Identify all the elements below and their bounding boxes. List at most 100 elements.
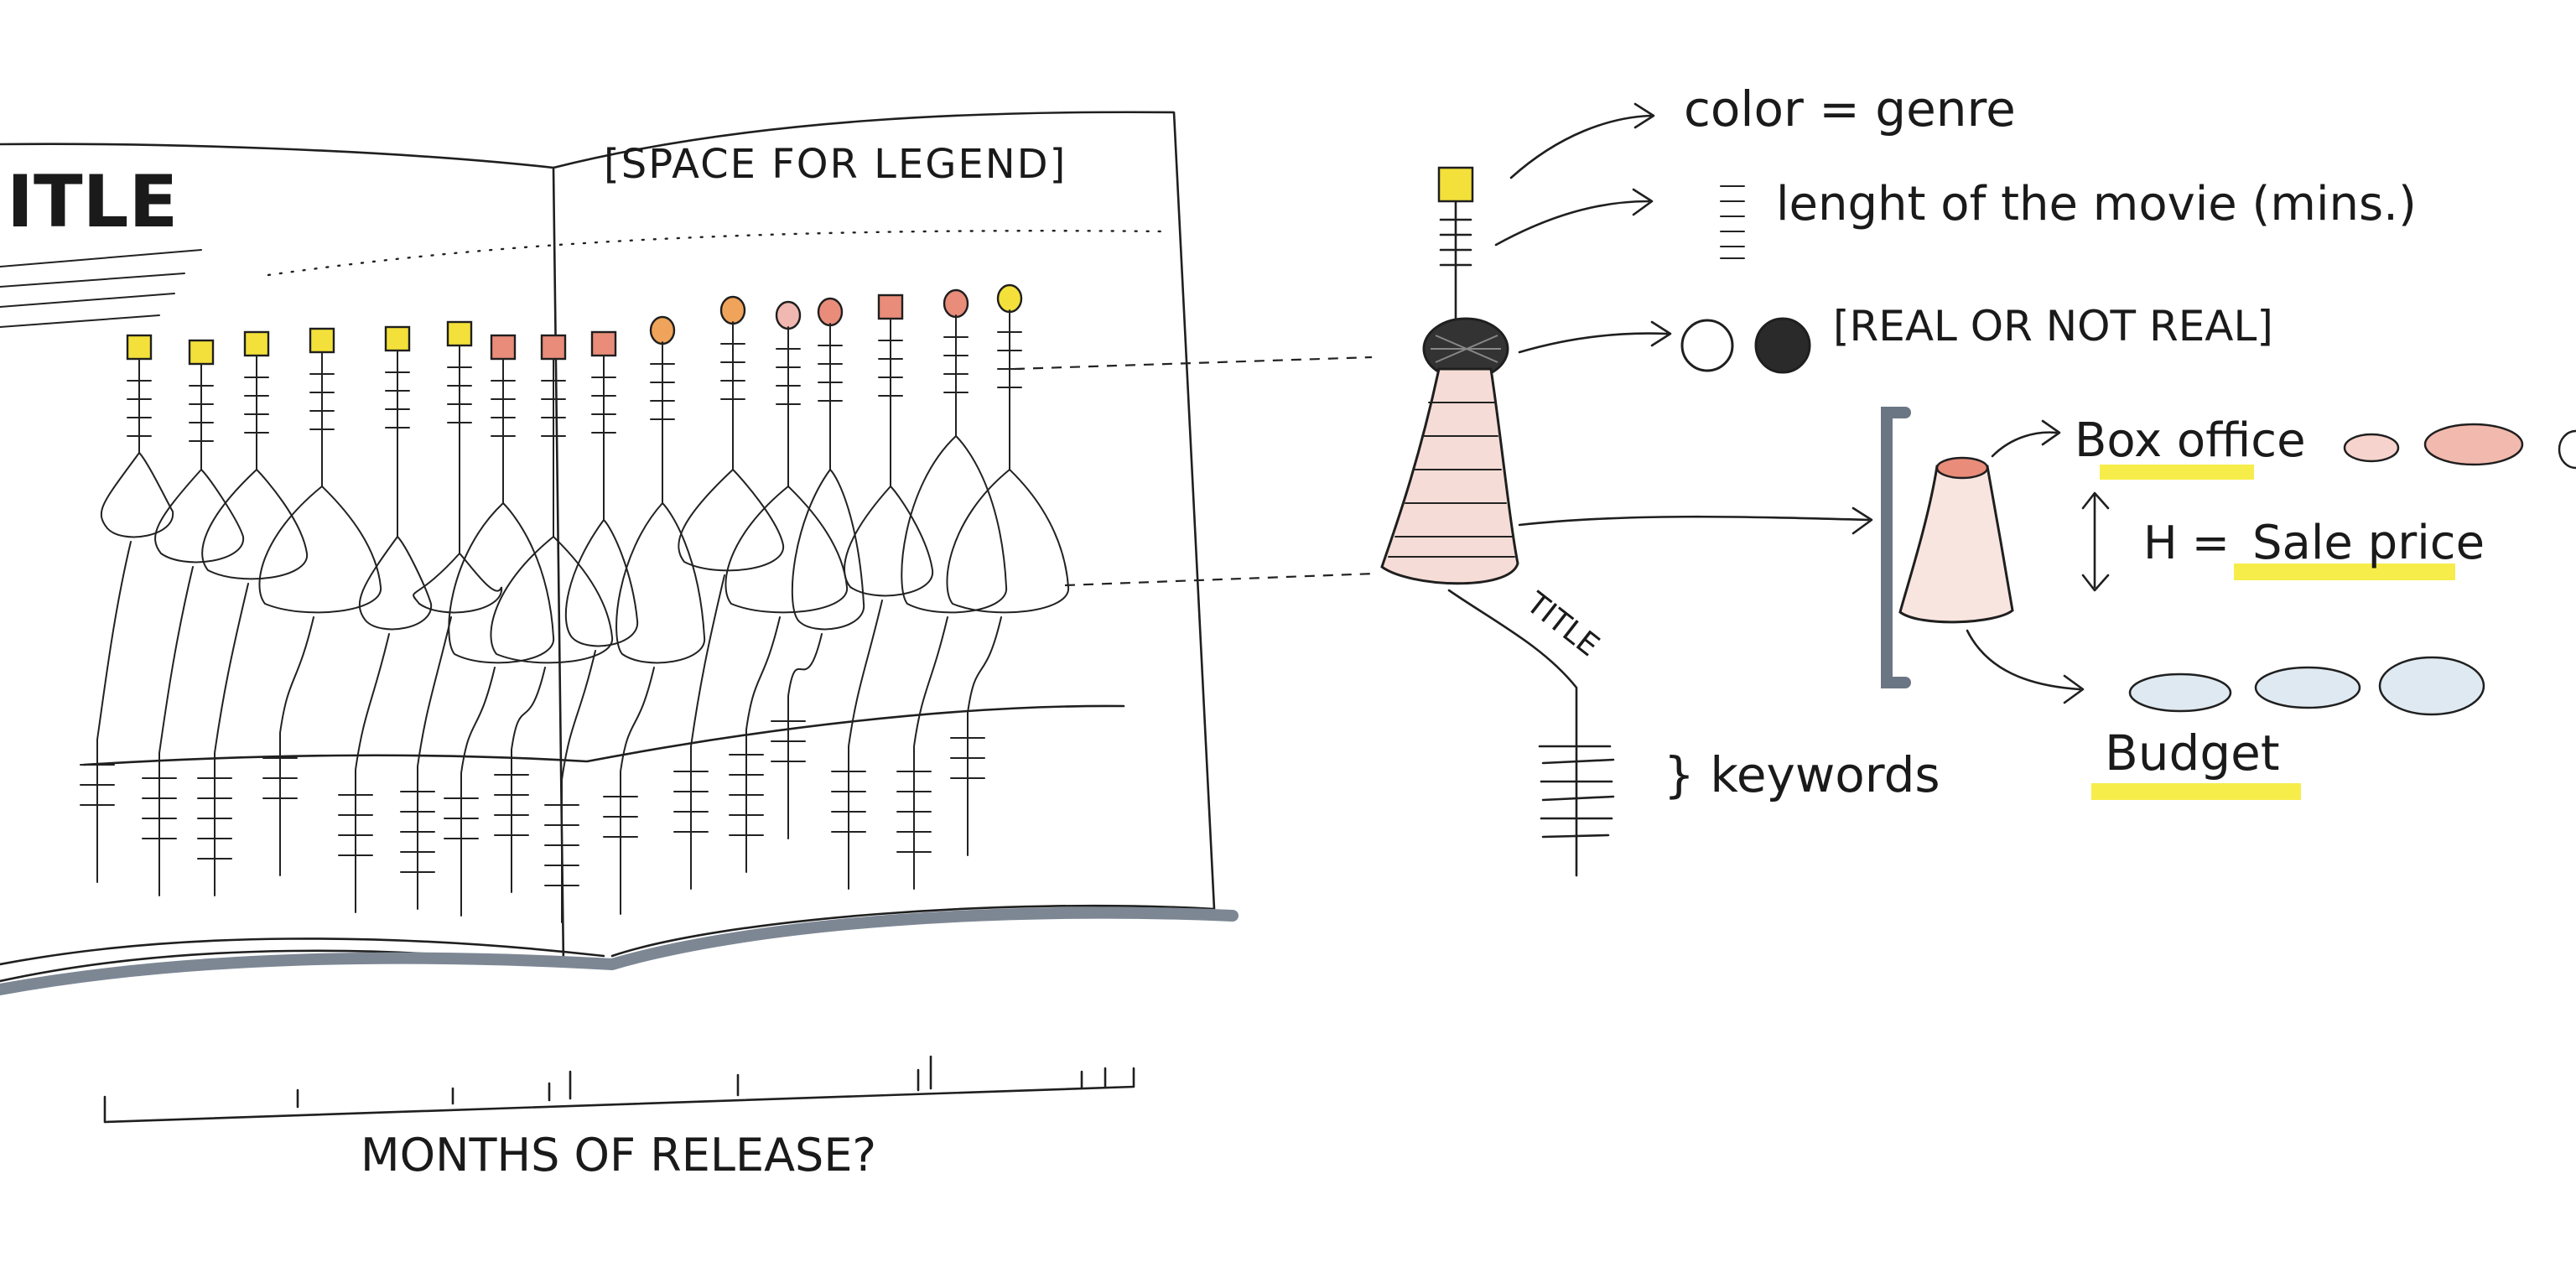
release-axis: MONTHS OF RELEASE? xyxy=(103,1055,1135,1182)
small-cone-top-icon xyxy=(1935,456,1989,480)
arrow-real xyxy=(1518,320,1672,354)
keyword-ticks xyxy=(1538,745,1615,839)
legend-color-genre: color = genre xyxy=(1684,80,2016,138)
glyph-body xyxy=(258,351,382,876)
glyph-body xyxy=(544,355,639,923)
film-glyph xyxy=(724,300,849,873)
genre-marker xyxy=(590,330,617,357)
connector-bottom xyxy=(1064,572,1376,587)
box-office-large-icon xyxy=(2423,423,2524,466)
genre-marker xyxy=(943,288,969,319)
film-glyph xyxy=(896,288,1008,890)
budget-small-icon xyxy=(2128,673,2232,713)
legend-keywords: } keywords xyxy=(1664,746,1940,803)
genre-marker xyxy=(996,283,1023,314)
arrow-box-office xyxy=(1991,419,2061,458)
connector-top xyxy=(1014,356,1373,371)
glyph-body xyxy=(831,318,934,890)
left-page-outline xyxy=(0,143,565,983)
film-glyph xyxy=(197,330,309,896)
glyph-body xyxy=(197,355,309,896)
film-glyph xyxy=(338,325,433,913)
budget-medium-icon xyxy=(2254,666,2361,709)
glyph-body xyxy=(724,326,849,873)
cone-stripes xyxy=(1388,402,1515,558)
film-glyph xyxy=(946,283,1070,856)
genre-marker xyxy=(775,300,802,330)
genre-square-icon xyxy=(1437,166,1474,203)
not-real-circle-icon xyxy=(1680,319,1734,372)
legend-placeholder: [SPACE FOR LEGEND] xyxy=(604,141,1067,188)
genre-marker xyxy=(490,334,517,361)
glyph-body xyxy=(444,358,555,917)
height-arrow-icon xyxy=(2081,491,2110,592)
film-glyph xyxy=(673,295,785,890)
genre-marker xyxy=(446,320,473,347)
genre-marker xyxy=(877,293,904,320)
arrow-color xyxy=(1509,102,1655,179)
legend-height: H = xyxy=(2143,517,2230,569)
genre-marker xyxy=(540,334,567,361)
genre-marker xyxy=(126,334,153,361)
glyph-body xyxy=(80,358,174,883)
film-glyph xyxy=(771,297,865,839)
glyph-body xyxy=(673,321,785,890)
budget-large-icon xyxy=(2378,656,2485,716)
arrow-budget xyxy=(1966,629,2085,704)
genre-marker xyxy=(243,330,270,357)
genre-marker xyxy=(384,325,411,352)
arrow-length xyxy=(1494,188,1654,247)
glyph-body xyxy=(946,309,1070,856)
length-stem xyxy=(1439,200,1472,330)
circle-hatching xyxy=(1431,335,1501,363)
small-cone-icon xyxy=(1898,465,2014,624)
legend-glyph: TITLE xyxy=(1380,166,1615,877)
glyph-body xyxy=(142,363,245,896)
right-page-outline xyxy=(552,111,1216,958)
box-office-cone xyxy=(1380,367,1519,585)
open-book: ITLE [SPACE FOR LEGEND] xyxy=(0,111,1239,995)
genre-marker xyxy=(817,297,844,327)
sale-price-highlight xyxy=(2234,564,2455,580)
book-bottom-shadow xyxy=(0,906,1239,995)
film-glyph xyxy=(444,334,555,917)
real-circle-icon xyxy=(1754,317,1811,374)
film-glyph xyxy=(831,293,934,890)
film-glyph xyxy=(490,334,614,893)
legend-budget: Budget xyxy=(2105,724,2280,782)
genre-marker xyxy=(719,295,746,325)
box-office-cut-icon xyxy=(2558,429,2576,470)
legend-bracket xyxy=(1881,407,1911,688)
film-glyph xyxy=(544,330,639,923)
film-glyph xyxy=(258,327,382,876)
genre-marker xyxy=(188,339,215,366)
glyph-body xyxy=(603,341,706,915)
glyph-body xyxy=(490,358,614,893)
axis-bracket-line xyxy=(103,1055,1135,1124)
length-icon xyxy=(1720,185,1745,259)
film-glyphs xyxy=(80,283,1070,923)
legend-arrows xyxy=(1494,102,1873,535)
title-leader xyxy=(1447,589,1578,877)
film-glyph xyxy=(400,320,503,910)
subtitle-lines xyxy=(0,249,202,328)
box-office-small-icon xyxy=(2343,433,2400,463)
legend-box-office: Box office xyxy=(2075,413,2306,468)
timeline-baseline xyxy=(82,704,1125,766)
arrow-cone xyxy=(1518,506,1873,535)
legend-real: [REAL OR NOT REAL] xyxy=(1833,302,2273,351)
left-page-curl xyxy=(0,937,605,966)
genre-marker xyxy=(649,315,676,345)
glyph-body xyxy=(338,350,433,913)
dotted-separator xyxy=(267,230,1167,277)
glyph-body xyxy=(400,345,503,910)
budget-highlight xyxy=(2091,783,2301,800)
film-glyph xyxy=(80,334,174,883)
glyph-body xyxy=(771,323,865,839)
glyph-body xyxy=(896,314,1008,890)
film-glyph xyxy=(603,315,706,915)
film-glyph xyxy=(142,339,245,896)
box-office-highlight xyxy=(2100,465,2254,480)
